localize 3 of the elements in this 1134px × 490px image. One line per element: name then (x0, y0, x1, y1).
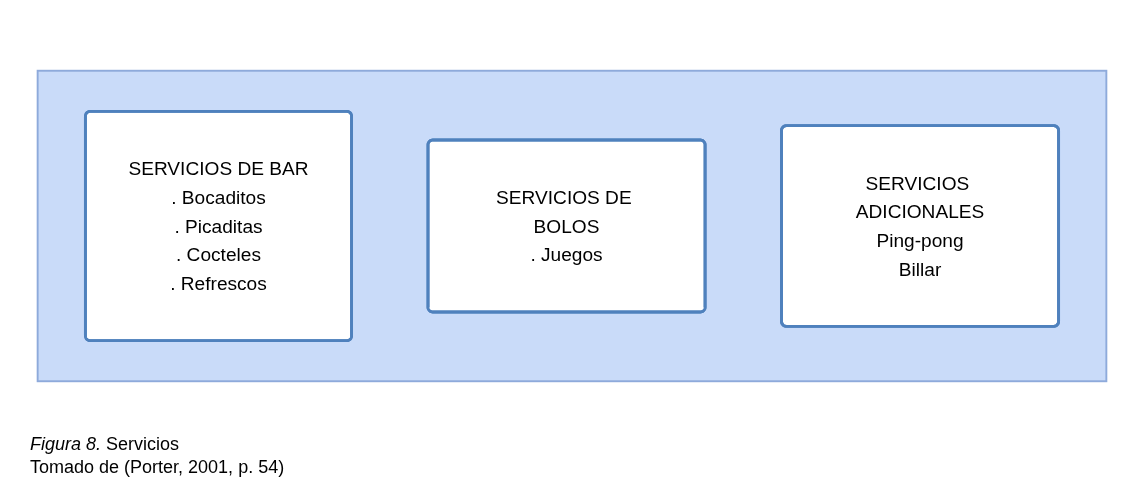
source-note: Tomado de (Porter, 2001, p. 54) (30, 457, 286, 478)
cluster (36, 69, 1108, 383)
figure-caption: Figura 8. Servicios (30, 434, 181, 455)
